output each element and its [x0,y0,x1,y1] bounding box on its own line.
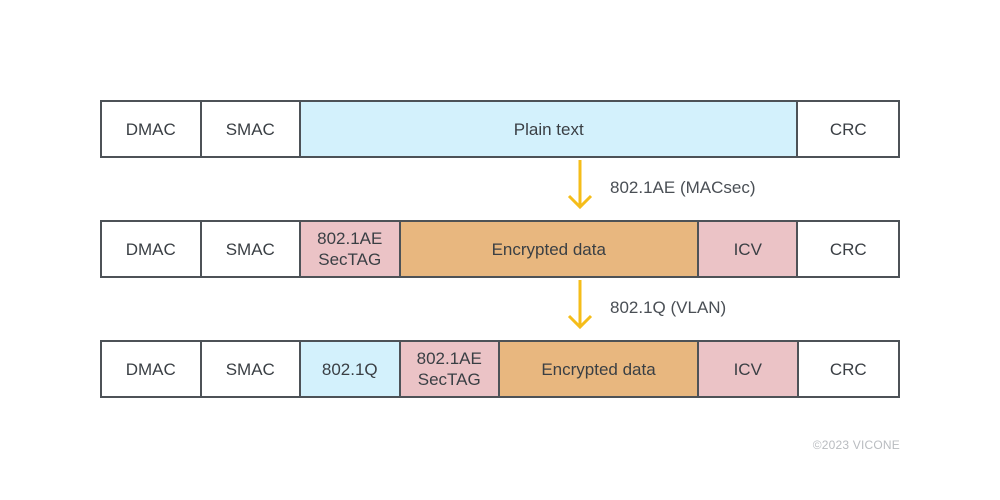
sectag-field: 802.1AE SecTAG [400,342,500,396]
encrypted-data-field: Encrypted data [400,222,699,276]
ethernet-frame-macsec: DMAC SMAC 802.1AE SecTAG Encrypted data … [100,220,900,278]
smac-field: SMAC [201,102,301,156]
plain-text-field: Plain text [301,102,799,156]
icv-field: ICV [698,222,799,276]
macsec-transition-label: 802.1AE (MACsec) [610,178,756,197]
down-arrow-icon [567,160,593,210]
crc-field: CRC [798,342,898,396]
copyright-text: ©2023 VICONE [812,438,900,452]
encrypted-data-field: Encrypted data [500,342,699,396]
ethernet-frame-macsec-vlan: DMAC SMAC 802.1Q 802.1AE SecTAG Encrypte… [100,340,900,398]
crc-field: CRC [798,102,898,156]
dmac-field: DMAC [102,102,202,156]
ethernet-frame-plain: DMAC SMAC Plain text CRC [100,100,900,158]
vlan-tag-field: 802.1Q [301,342,401,396]
crc-field: CRC [798,222,898,276]
smac-field: SMAC [201,222,301,276]
down-arrow-icon [567,280,593,330]
vlan-transition-label: 802.1Q (VLAN) [610,298,727,317]
icv-field: ICV [699,342,799,396]
dmac-field: DMAC [102,342,202,396]
sectag-field: 802.1AE SecTAG [301,222,401,276]
smac-field: SMAC [201,342,301,396]
dmac-field: DMAC [102,222,202,276]
